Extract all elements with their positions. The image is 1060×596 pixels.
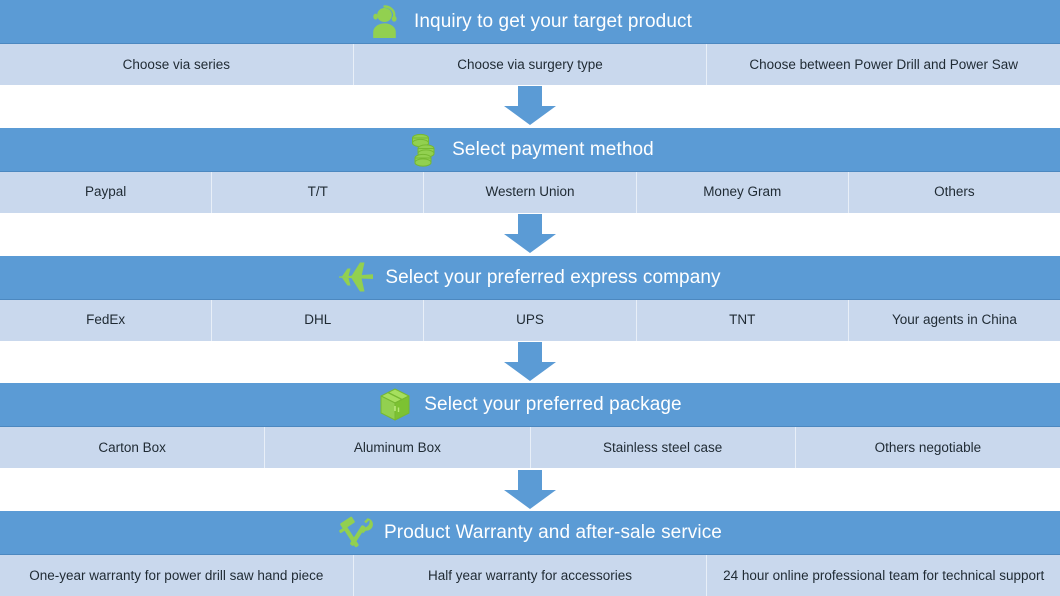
option-tt[interactable]: T/T bbox=[212, 171, 425, 213]
connector-package-to-warranty bbox=[0, 468, 1060, 511]
option-half-year-warranty-accessories[interactable]: Half year warranty for accessories bbox=[354, 555, 708, 596]
option-choose-power-drill-or-saw[interactable]: Choose between Power Drill and Power Saw bbox=[749, 56, 1018, 72]
option-others[interactable]: Others bbox=[934, 184, 975, 200]
option-choose-via-series[interactable]: Choose via series bbox=[0, 44, 354, 85]
option-fedex[interactable]: FedEx bbox=[0, 299, 213, 341]
option-dhl[interactable]: DHL bbox=[212, 299, 425, 341]
step-title-payment: Select payment method bbox=[452, 138, 654, 160]
step-title-express: Select your preferred express company bbox=[385, 266, 721, 288]
flow-step-inquiry: Inquiry to get your target product Choos… bbox=[0, 0, 1060, 85]
option-carton-box[interactable]: Carton Box bbox=[0, 427, 266, 469]
option-stainless-steel-case[interactable]: Stainless steel case bbox=[531, 427, 796, 469]
option-aluminum-box[interactable]: Aluminum Box bbox=[265, 427, 531, 469]
option-paypal[interactable]: Paypal bbox=[0, 171, 213, 213]
flow-step-payment: Select payment method Paypal T/T Western… bbox=[0, 127, 1060, 213]
step-title-package: Select your preferred package bbox=[424, 394, 682, 416]
customer-service-person-icon bbox=[368, 3, 402, 41]
step-header-payment: Select payment method bbox=[0, 127, 1060, 172]
step-header-package: Select your preferred package bbox=[0, 383, 1060, 428]
connector-inquiry-to-payment bbox=[0, 85, 1060, 128]
option-others-negotiable[interactable]: Others negotiable bbox=[874, 439, 982, 455]
step-title-warranty: Product Warranty and after-sale service bbox=[384, 522, 722, 543]
step-options-package: Carton Box Aluminum Box Stainless steel … bbox=[0, 427, 1060, 469]
arrow-down-icon bbox=[504, 469, 556, 509]
package-box-icon bbox=[378, 386, 412, 424]
step-title-inquiry: Inquiry to get your target product bbox=[414, 11, 692, 32]
option-tnt[interactable]: TNT bbox=[637, 299, 849, 341]
arrow-down-icon bbox=[504, 86, 556, 126]
option-ups[interactable]: UPS bbox=[424, 299, 637, 341]
connector-express-to-package bbox=[0, 340, 1060, 384]
flow-step-package: Select your preferred package Carton Box… bbox=[0, 383, 1060, 469]
option-choose-via-surgery-type[interactable]: Choose via surgery type bbox=[354, 44, 708, 85]
option-western-union[interactable]: Western Union bbox=[424, 171, 637, 213]
option-money-gram[interactable]: Money Gram bbox=[637, 171, 849, 213]
airplane-icon bbox=[339, 258, 374, 296]
flow-step-express: Select your preferred express company Fe… bbox=[0, 255, 1060, 341]
step-options-payment: Paypal T/T Western Union Money Gram Othe… bbox=[0, 171, 1060, 213]
stacked-coins-icon bbox=[406, 130, 440, 168]
connector-payment-to-express bbox=[0, 212, 1060, 256]
step-header-warranty: Product Warranty and after-sale service bbox=[0, 511, 1060, 555]
option-one-year-warranty-hand-piece[interactable]: One-year warranty for power drill saw ha… bbox=[0, 555, 354, 596]
step-header-inquiry: Inquiry to get your target product bbox=[0, 0, 1060, 44]
arrow-down-icon bbox=[504, 341, 556, 381]
step-options-inquiry: Choose via series Choose via surgery typ… bbox=[0, 44, 1060, 85]
step-header-express: Select your preferred express company bbox=[0, 255, 1060, 300]
hammer-wrench-icon bbox=[338, 514, 373, 552]
option-24-hour-technical-support[interactable]: 24 hour online professional team for tec… bbox=[723, 567, 1045, 583]
step-options-express: FedEx DHL UPS TNT Your agents in China bbox=[0, 299, 1060, 341]
option-your-agents-in-china[interactable]: Your agents in China bbox=[891, 312, 1017, 328]
step-options-warranty: One-year warranty for power drill saw ha… bbox=[0, 555, 1060, 596]
flow-step-warranty: Product Warranty and after-sale service … bbox=[0, 511, 1060, 596]
arrow-down-icon bbox=[504, 214, 556, 254]
